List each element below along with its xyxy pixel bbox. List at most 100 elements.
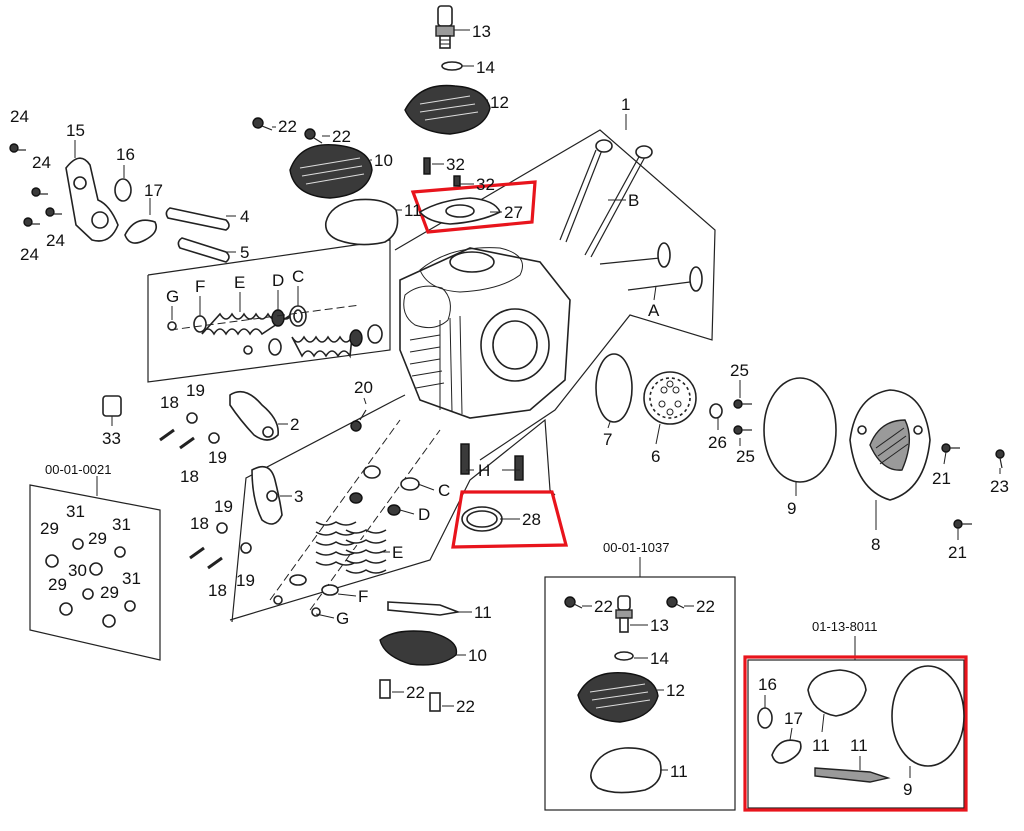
washer-14 <box>441 61 463 71</box>
callout-22: 22 <box>278 117 297 136</box>
stud-32a <box>423 157 431 175</box>
callout-29: 29 <box>100 583 119 602</box>
rocker-arm-3 <box>251 465 283 525</box>
callout-31: 31 <box>122 569 141 588</box>
nut-19c <box>216 522 228 534</box>
stud-18c <box>189 546 205 560</box>
callout-22: 22 <box>594 597 613 616</box>
gasket-11-mid <box>387 601 462 616</box>
o-ring-16 <box>114 178 132 202</box>
callout-12: 12 <box>666 681 685 700</box>
bolt-22c <box>379 679 391 699</box>
leader-lines <box>74 29 1001 778</box>
stud-32b <box>453 175 461 187</box>
bolt-22a <box>252 117 273 131</box>
callout-12: 12 <box>490 93 509 112</box>
nut-19a <box>186 412 198 424</box>
callout-19: 19 <box>236 571 255 590</box>
o-ring-7 <box>595 353 633 423</box>
bolt-22f <box>666 596 685 609</box>
callout-11: 11 <box>812 736 830 755</box>
callout-labels: 13 14 12 1 22 22 10 32 32 B 11 27 24 24 … <box>10 22 1009 799</box>
sprocket-6 <box>643 371 697 425</box>
callout-31: 31 <box>66 502 85 521</box>
callout-22: 22 <box>332 127 351 146</box>
callout-16: 16 <box>116 145 135 164</box>
callout-9: 9 <box>903 780 912 799</box>
callout-31: 31 <box>112 515 131 534</box>
gasket-27 <box>418 197 502 225</box>
callout-13: 13 <box>650 616 669 635</box>
gasket-11-top <box>324 198 399 246</box>
callout-29: 29 <box>48 575 67 594</box>
nipple-13-kit <box>615 595 633 633</box>
callout-33: 33 <box>102 429 121 448</box>
gasket-11-kit-a <box>807 669 867 717</box>
callout-17: 17 <box>784 709 803 728</box>
callout-18: 18 <box>208 581 227 600</box>
valve-parts-lower <box>269 419 441 617</box>
valve-assembly-frame <box>147 239 391 383</box>
bush-26 <box>709 403 723 419</box>
highlight-box-28 <box>451 490 569 549</box>
cap-12 <box>404 84 491 135</box>
valve-b <box>559 139 653 258</box>
callout-h: H <box>478 461 490 480</box>
bolt-21a <box>941 443 960 453</box>
stud-18a <box>159 428 175 442</box>
bolt-20 <box>350 409 367 432</box>
nut-19d <box>240 542 252 554</box>
cylinder-head-1 <box>399 247 571 419</box>
callout-27: 27 <box>504 203 523 222</box>
callout-24: 24 <box>46 231 65 250</box>
callout-14: 14 <box>650 649 669 668</box>
pin-5 <box>177 237 230 263</box>
cover-10-top <box>289 144 373 199</box>
callout-a: A <box>648 301 660 320</box>
callout-25: 25 <box>736 447 755 466</box>
stud-18d <box>207 556 223 570</box>
gasket-9-kit <box>891 665 965 767</box>
callout-e: E <box>234 273 245 292</box>
callout-g: G <box>166 287 179 306</box>
gasket-kit-code: 01-13-8011 <box>812 619 878 634</box>
callout-14: 14 <box>476 58 495 77</box>
callout-11: 11 <box>404 201 422 220</box>
springs-h <box>460 443 524 481</box>
seal-17 <box>124 219 158 244</box>
callout-10: 10 <box>468 646 487 665</box>
callout-g: G <box>336 609 349 628</box>
callout-32: 32 <box>446 155 465 174</box>
callout-3: 3 <box>294 487 303 506</box>
bolt-23 <box>995 449 1005 469</box>
stud-18b <box>179 436 195 450</box>
highlight-box-gasket-kit <box>743 655 968 812</box>
callout-21: 21 <box>948 543 967 562</box>
seal-17-kit <box>771 739 802 764</box>
callout-2: 2 <box>290 415 299 434</box>
callout-18: 18 <box>180 467 199 486</box>
bolt-22d <box>429 692 441 712</box>
callout-25: 25 <box>730 361 749 380</box>
callout-24: 24 <box>20 245 39 264</box>
callout-8: 8 <box>871 535 880 554</box>
callout-24: 24 <box>32 153 51 172</box>
bolt-25a <box>733 399 752 409</box>
callout-6: 6 <box>651 447 660 466</box>
callout-e: E <box>392 543 403 562</box>
nut-kit-box <box>29 484 161 661</box>
lower-valve-frame-2 <box>231 394 406 623</box>
callout-11: 11 <box>474 603 492 622</box>
callout-c: C <box>438 481 450 500</box>
callout-17: 17 <box>144 181 163 200</box>
callout-c: C <box>292 267 304 286</box>
callout-32: 32 <box>476 175 495 194</box>
callout-9: 9 <box>787 499 796 518</box>
gasket-9 <box>763 377 837 483</box>
callout-20: 20 <box>354 378 373 397</box>
callout-15: 15 <box>66 121 85 140</box>
callout-30: 30 <box>68 561 87 580</box>
callout-4: 4 <box>240 207 249 226</box>
callout-5: 5 <box>240 243 249 262</box>
